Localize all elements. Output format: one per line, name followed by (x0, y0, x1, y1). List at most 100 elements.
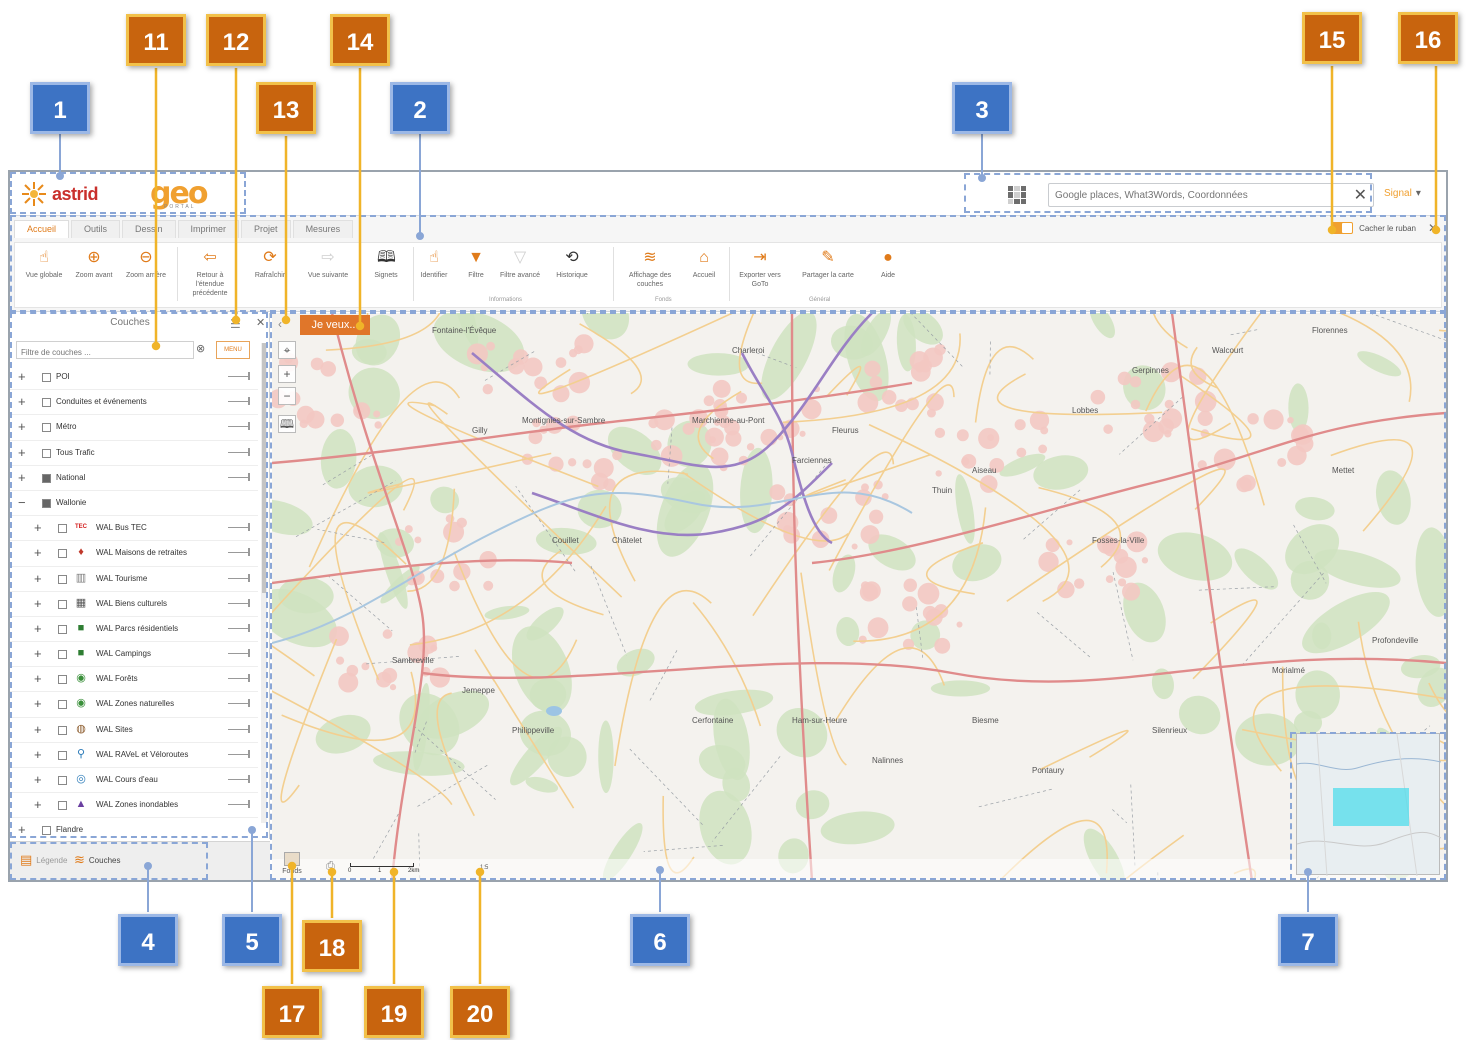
expand-icon[interactable]: + (34, 746, 42, 762)
layer-checkbox[interactable] (58, 801, 67, 811)
expand-icon[interactable]: + (34, 797, 42, 813)
locate-icon[interactable]: ⌖ (278, 341, 296, 359)
opacity-slider[interactable] (228, 447, 250, 456)
refresh-button[interactable]: ⟳Rafraîchir (254, 249, 286, 279)
zoom-out-control[interactable]: − (278, 387, 296, 405)
home-button[interactable]: ⌂Accueil (692, 249, 716, 279)
tab-legende[interactable]: ▤Légende (20, 852, 68, 867)
zoom-in-button[interactable]: ⊕Zoom avant (75, 249, 113, 279)
layer-checkbox[interactable] (42, 423, 51, 433)
opacity-slider[interactable] (228, 749, 250, 758)
identify-button[interactable]: ☝Identifier (420, 249, 448, 279)
expand-icon[interactable]: + (18, 469, 26, 485)
layer-checkbox[interactable] (58, 524, 67, 534)
tab-outils[interactable]: Outils (71, 220, 121, 238)
opacity-slider[interactable] (228, 649, 250, 658)
layer-checkbox[interactable] (58, 650, 67, 660)
menu-icon[interactable]: ☰ (230, 317, 241, 331)
layer-row[interactable]: +■WAL Campings (10, 642, 258, 668)
geo-portal-logo[interactable]: geo PORTAL (150, 176, 220, 212)
layer-filter-input[interactable] (17, 344, 193, 361)
overview-map[interactable] (1296, 733, 1442, 877)
layer-checkbox[interactable] (58, 624, 67, 634)
layer-row[interactable]: +POI (10, 365, 258, 391)
history-button[interactable]: ⟲Historique (556, 249, 588, 279)
share-map-button[interactable]: ✎Partager la carte (802, 249, 854, 279)
overview-extent[interactable] (1333, 788, 1409, 826)
expand-icon[interactable]: + (18, 822, 26, 838)
layer-row[interactable]: +▦WAL Biens culturels (10, 592, 258, 617)
layer-filter-clear-icon[interactable]: ⊗ (196, 343, 206, 355)
layer-checkbox[interactable] (42, 473, 51, 483)
layer-row[interactable]: +◍WAL Sites (10, 718, 258, 743)
export-goto-button[interactable]: ⇥Exporter vers GoTo (739, 249, 781, 288)
layer-checkbox[interactable] (42, 373, 51, 382)
layer-row[interactable]: +Métro (10, 415, 258, 441)
search-input[interactable] (1049, 184, 1339, 206)
expand-icon[interactable]: + (18, 369, 26, 384)
je-veux-button[interactable]: Je veux... (300, 315, 370, 335)
tab-couches[interactable]: ≋Couches (74, 852, 121, 867)
clear-search-icon[interactable]: ✕ (1353, 187, 1367, 204)
layer-checkbox[interactable] (58, 725, 67, 735)
bookmarks-button[interactable]: 🕮Signets (374, 249, 398, 279)
expand-icon[interactable]: + (34, 545, 42, 561)
opacity-slider[interactable] (228, 775, 250, 783)
opacity-slider[interactable] (228, 523, 250, 532)
astrid-logo[interactable]: astrid (20, 180, 99, 208)
layer-row[interactable]: +⚲WAL RAVeL et Véloroutes (10, 743, 258, 768)
signal-menu[interactable]: Signal▾ (1384, 188, 1421, 199)
hide-ribbon-toggle[interactable] (1331, 222, 1354, 234)
qr-code-icon[interactable] (1008, 186, 1026, 204)
layer-row[interactable]: +Flandre (10, 818, 258, 844)
expand-icon[interactable]: + (34, 671, 42, 687)
opacity-slider[interactable] (228, 623, 250, 632)
zoom-in-control[interactable]: + (278, 365, 296, 383)
layer-checkbox[interactable] (58, 675, 67, 685)
expand-icon[interactable]: + (34, 696, 42, 712)
tab-imprimer[interactable]: Imprimer (177, 220, 240, 238)
expand-icon[interactable]: + (34, 620, 42, 636)
layer-row[interactable]: +National (10, 466, 258, 491)
tab-dessin[interactable]: Dessin (122, 220, 176, 238)
expand-icon[interactable]: + (34, 570, 42, 586)
layer-row[interactable]: +◉WAL Zones naturelles (10, 692, 258, 718)
close-panel-icon[interactable]: ✕ (256, 317, 266, 329)
expand-icon[interactable]: + (18, 394, 26, 410)
layer-row[interactable]: +Tous Trafic (10, 441, 258, 466)
expand-icon[interactable]: + (34, 721, 42, 737)
expand-icon[interactable]: + (34, 520, 42, 536)
opacity-slider[interactable] (228, 372, 250, 380)
opacity-slider[interactable] (228, 422, 250, 431)
layer-checkbox[interactable] (58, 700, 67, 710)
layer-row[interactable]: +♦WAL Maisons de retraites (10, 541, 258, 567)
layer-row[interactable]: +▲WAL Zones inondables (10, 793, 258, 819)
layer-options-button[interactable]: MENU (216, 341, 250, 359)
expand-icon[interactable]: + (34, 772, 42, 787)
layer-checkbox[interactable] (42, 448, 51, 458)
expand-icon[interactable]: + (34, 646, 42, 662)
expand-icon[interactable]: + (18, 419, 26, 435)
collapse-icon[interactable]: − (18, 494, 26, 510)
panel-scrollbar[interactable] (261, 343, 267, 823)
layer-row[interactable]: +◉WAL Forêts (10, 667, 258, 693)
advanced-filter-button[interactable]: ▽Filtre avancé (499, 249, 541, 279)
opacity-slider[interactable] (228, 397, 250, 406)
layer-checkbox[interactable] (42, 498, 51, 508)
expand-icon[interactable]: + (18, 444, 26, 460)
basemap-button[interactable]: Fonds (276, 852, 308, 875)
opacity-slider[interactable] (228, 548, 250, 557)
layer-display-button[interactable]: ≋Affichage des couches (628, 249, 672, 288)
bookmark-map-icon[interactable]: 🕮 (278, 415, 296, 433)
zoom-out-button[interactable]: ⊖Zoom arrière (125, 249, 167, 279)
layer-row[interactable]: −Wallonie (10, 491, 258, 517)
opacity-slider[interactable] (228, 573, 250, 582)
opacity-slider[interactable] (228, 800, 250, 809)
layer-checkbox[interactable] (42, 826, 51, 836)
layer-checkbox[interactable] (58, 574, 67, 584)
layer-row[interactable]: +◎WAL Cours d'eau (10, 768, 258, 794)
tab-projet[interactable]: Projet (241, 220, 291, 238)
layer-checkbox[interactable] (58, 776, 67, 785)
